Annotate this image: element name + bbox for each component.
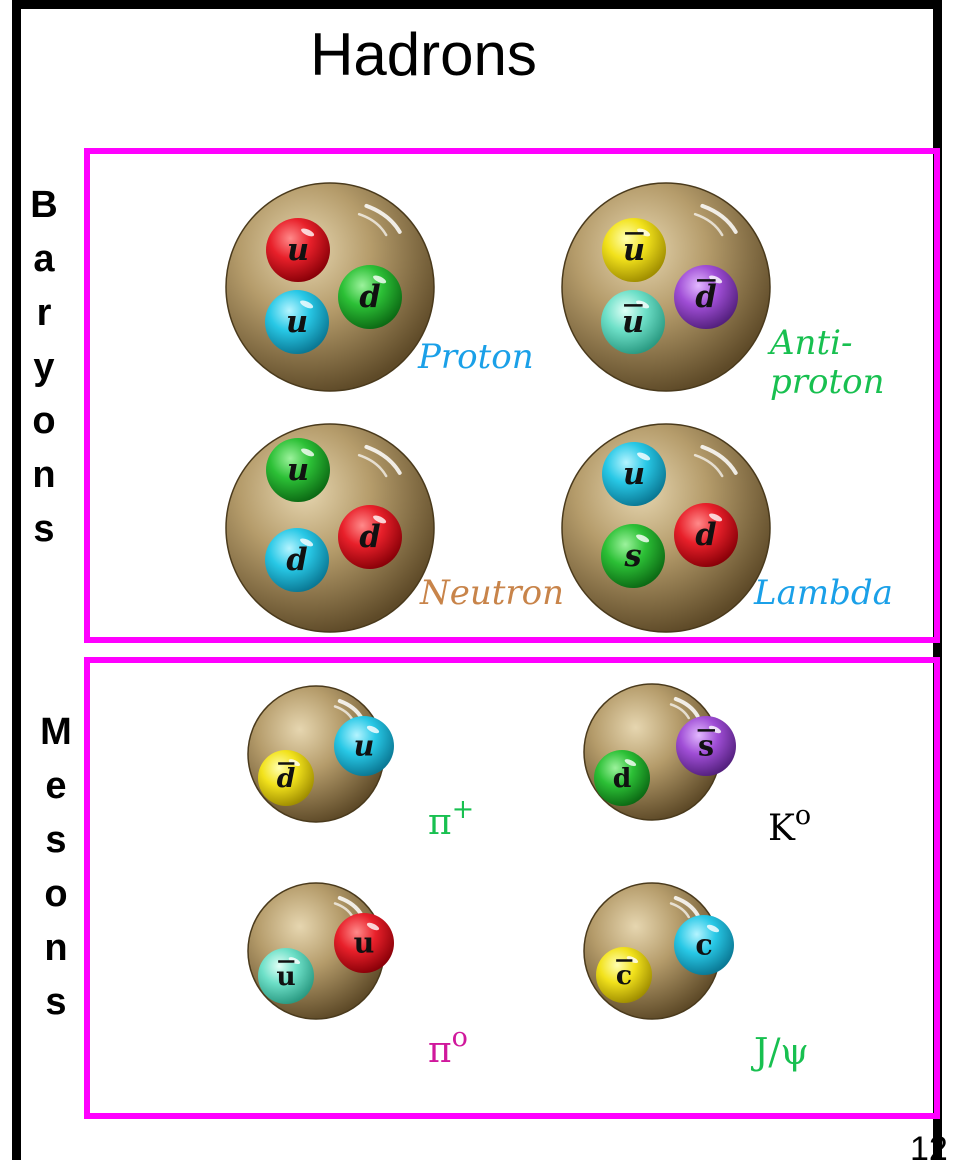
- quark-u: u: [266, 438, 330, 502]
- quark-s: s: [601, 524, 665, 588]
- baryon-name: Anti-proton: [767, 323, 885, 402]
- quark-d: d: [338, 505, 402, 569]
- quark-u-bar: u: [602, 218, 666, 282]
- mesons-label-letter: s: [45, 819, 67, 861]
- quark-label: d: [286, 542, 307, 578]
- lambda-hadron: u d s: [561, 423, 771, 633]
- proton-hadron: u d u: [225, 182, 435, 392]
- baryons-label-letter: r: [36, 292, 52, 334]
- quark-d: d: [674, 503, 738, 567]
- quark-label: u: [354, 926, 375, 960]
- quark-u-bar: u: [258, 948, 314, 1004]
- quark-label: u: [287, 452, 309, 488]
- baryon-name: Neutron: [419, 573, 564, 613]
- meson-name: Ko: [768, 800, 811, 849]
- baryons-label-letter: y: [33, 346, 55, 388]
- quark-label: u: [286, 304, 308, 340]
- quark-d: d: [594, 750, 650, 806]
- quark-label: u: [276, 961, 295, 992]
- quark-label: d: [613, 763, 632, 794]
- quark-label: c: [695, 928, 712, 962]
- quark-u: u: [266, 218, 330, 282]
- quark-c: c: [674, 915, 734, 975]
- anti-proton-hadron: u d u: [561, 182, 771, 392]
- baryons-label-letter: n: [32, 454, 56, 496]
- mesons-label-letter: e: [45, 765, 67, 807]
- mesons-label-letter: n: [44, 927, 68, 969]
- quark-label: u: [623, 456, 645, 492]
- quark-label: u: [622, 304, 644, 340]
- quark-label: d: [695, 517, 716, 553]
- mesons-panel: [84, 657, 940, 1119]
- quark-label: u: [623, 232, 645, 268]
- quark-d: d: [338, 265, 402, 329]
- mesons-label-letter: M: [40, 711, 72, 753]
- quark-d-bar: d: [258, 750, 314, 806]
- baryon-name: Proton: [417, 337, 534, 377]
- quark-label: d: [695, 279, 716, 315]
- quark-label: c: [616, 960, 632, 991]
- baryons-label-letter: o: [32, 400, 56, 442]
- quark-label: u: [287, 232, 309, 268]
- baryons-label-letter: a: [33, 238, 55, 280]
- baryons-label-letter: B: [30, 184, 58, 226]
- baryons-label-letter: s: [33, 508, 55, 550]
- quark-label: s: [698, 729, 714, 763]
- quark-c-bar: c: [596, 947, 652, 1003]
- meson-3-hadron: cc: [583, 882, 734, 1020]
- quark-u: u: [334, 913, 394, 973]
- quark-u: u: [265, 290, 329, 354]
- slide-number: 12: [910, 1130, 948, 1168]
- page-title: Hadrons: [310, 21, 537, 88]
- quark-s-bar: s: [676, 716, 736, 776]
- meson-0-hadron: du: [247, 685, 394, 823]
- quark-u: u: [334, 716, 394, 776]
- quark-label: d: [359, 279, 380, 315]
- baryons-panel: [84, 148, 940, 643]
- meson-1-hadron: ds: [583, 683, 736, 821]
- baryon-name: Lambda: [753, 573, 893, 613]
- mesons-label-letter: s: [45, 981, 67, 1023]
- meson-name: π+: [428, 794, 474, 843]
- quark-label: d: [359, 519, 380, 555]
- quark-d-bar: d: [674, 265, 738, 329]
- meson-name: J/ψ: [750, 1032, 809, 1073]
- meson-name: πo: [428, 1022, 468, 1071]
- mesons-label-letter: o: [44, 873, 68, 915]
- quark-label: d: [277, 763, 296, 794]
- quark-label: u: [354, 729, 375, 763]
- quark-u: u: [602, 442, 666, 506]
- meson-2-hadron: uu: [247, 882, 394, 1020]
- neutron-hadron: u d d: [225, 423, 435, 633]
- quark-d: d: [265, 528, 329, 592]
- quark-u-bar: u: [601, 290, 665, 354]
- quark-label: s: [623, 538, 641, 574]
